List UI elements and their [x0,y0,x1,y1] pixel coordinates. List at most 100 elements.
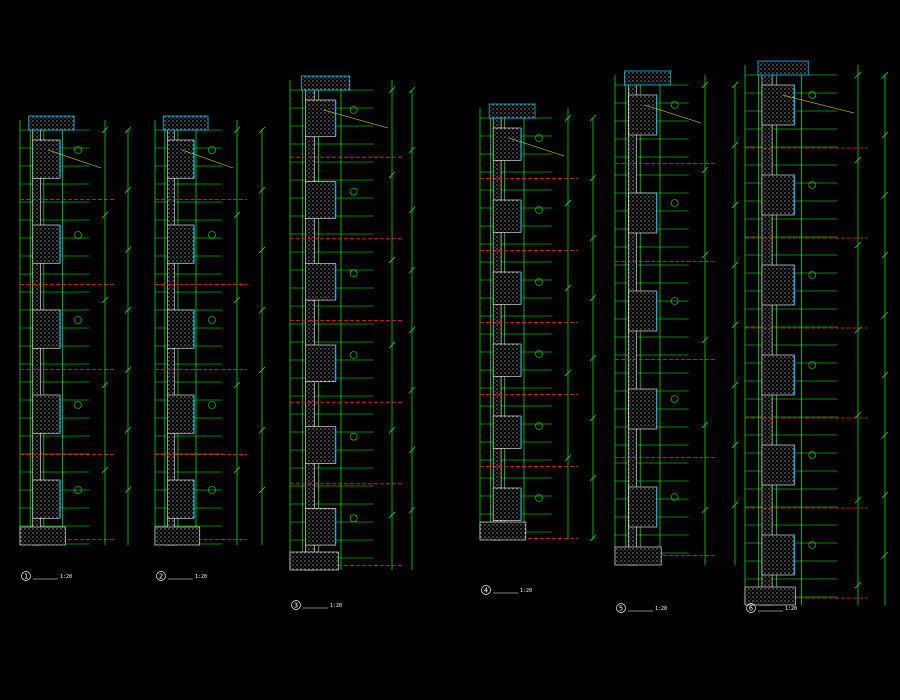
slab-node [761,354,795,396]
detail-callout [808,91,817,99]
detail-callout [670,199,679,207]
detail-callout [808,451,817,459]
slab-node [761,264,795,306]
leader-line [47,149,102,169]
slab-node [492,415,522,449]
detail-callout [208,146,216,154]
slab-node [304,181,336,219]
slab-node [761,84,795,126]
slab-node [628,388,658,430]
slab-node [761,444,795,486]
section-number: 5 [619,605,623,613]
detail-callout [349,514,358,523]
section-title: 2 1:20 [156,571,207,581]
leader-line [181,149,234,169]
leader-line [508,137,565,157]
slab-node [32,139,61,179]
slab-node [167,139,195,179]
section-title: 4 1:20 [481,585,532,595]
detail-callout [808,181,817,189]
slab-node [761,174,795,216]
foundation [289,551,339,571]
detail-callout [74,401,82,409]
slab-node [628,192,658,234]
slab-node [167,479,195,519]
section-scale: 1:20 [655,606,667,612]
section-scale: 1:20 [330,603,342,609]
parapet [300,75,351,91]
wall-section-2: 2 1:20 [154,115,266,581]
slab-node [167,309,195,349]
detail-callout [349,106,358,114]
slab-node [628,486,658,528]
wall-section-5: 5 1:20 [614,70,739,613]
slab-node [628,94,658,136]
slab-node [304,263,336,301]
slab-node [492,343,522,377]
foundation [614,546,662,566]
parapet [624,70,672,86]
slab-node [304,344,336,383]
section-title: 3 1:20 [291,600,342,610]
slab-node [304,508,336,546]
section-scale: 1:20 [195,574,207,580]
section-scale: 1:20 [60,574,72,580]
parapet [162,115,209,131]
slab-node [32,224,61,264]
detail-callout [74,486,82,494]
detail-callout [535,134,543,142]
detail-callout [670,101,679,109]
slab-node [32,394,61,434]
frame-grid [479,108,553,540]
section-number: 4 [484,587,488,595]
leader-line [323,109,389,129]
parapet [28,115,75,131]
detail-callout [74,231,82,239]
parapet [757,60,809,76]
section-number: 2 [159,573,163,581]
detail-callout [74,316,82,324]
frame-grid [614,75,689,565]
detail-callout [808,271,817,279]
detail-callout [349,351,358,359]
slab-node [32,479,61,519]
detail-callout [808,361,817,369]
foundation [19,526,66,546]
section-number: 6 [749,605,753,613]
slab-node [304,99,336,138]
detail-callout [535,422,543,430]
detail-callout [208,486,216,494]
foundation [744,586,796,606]
section-scale: 1:20 [520,588,532,594]
detail-callout [74,146,82,154]
frame-grid [289,80,374,570]
wall-column [492,107,502,541]
slab-node [628,290,658,332]
section-title: 5 1:20 [616,603,667,613]
wall-column [304,79,315,571]
detail-callout [208,316,216,324]
slab-node [32,309,61,349]
detail-callout [349,187,358,196]
detail-callout [670,493,679,501]
foundation [479,521,527,541]
leader-line [782,94,855,114]
detail-callout [208,231,216,239]
detail-callout [535,350,543,358]
detail-callout [349,432,358,441]
detail-callout [349,269,358,278]
slab-node [492,199,522,233]
parapet [488,103,536,119]
frame-grid [744,65,838,605]
detail-callout [535,206,543,214]
slab-node [761,534,795,576]
wall-section-4: 4 1:20 [479,103,597,595]
section-number: 3 [294,602,298,610]
wall-section-3: 3 1:20 [289,75,416,610]
detail-callout [808,541,817,549]
